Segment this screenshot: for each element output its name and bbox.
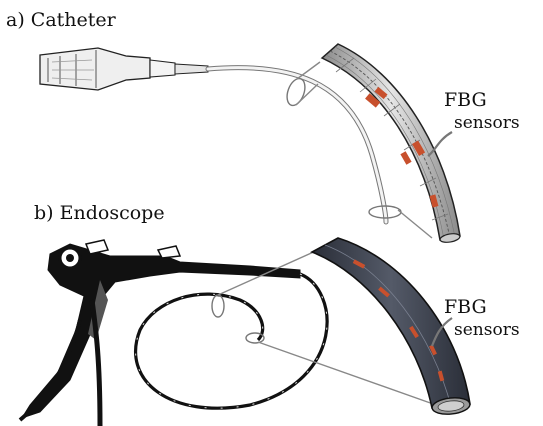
catheter-shaft: [208, 68, 386, 222]
catheter-callout: [284, 62, 432, 238]
catheter-sensors-label: sensors: [454, 113, 520, 133]
endoscope-insertion-tube: [136, 274, 327, 408]
catheter-fbg-label: FBG: [444, 89, 487, 111]
endoscope-fbg-label: FBG: [444, 296, 487, 318]
catheter-label: a) Catheter: [6, 9, 117, 31]
endoscope-sensors-label: sensors: [454, 320, 520, 340]
endoscope-label: b) Endoscope: [34, 202, 165, 224]
catheter-handle-icon: [40, 48, 208, 90]
